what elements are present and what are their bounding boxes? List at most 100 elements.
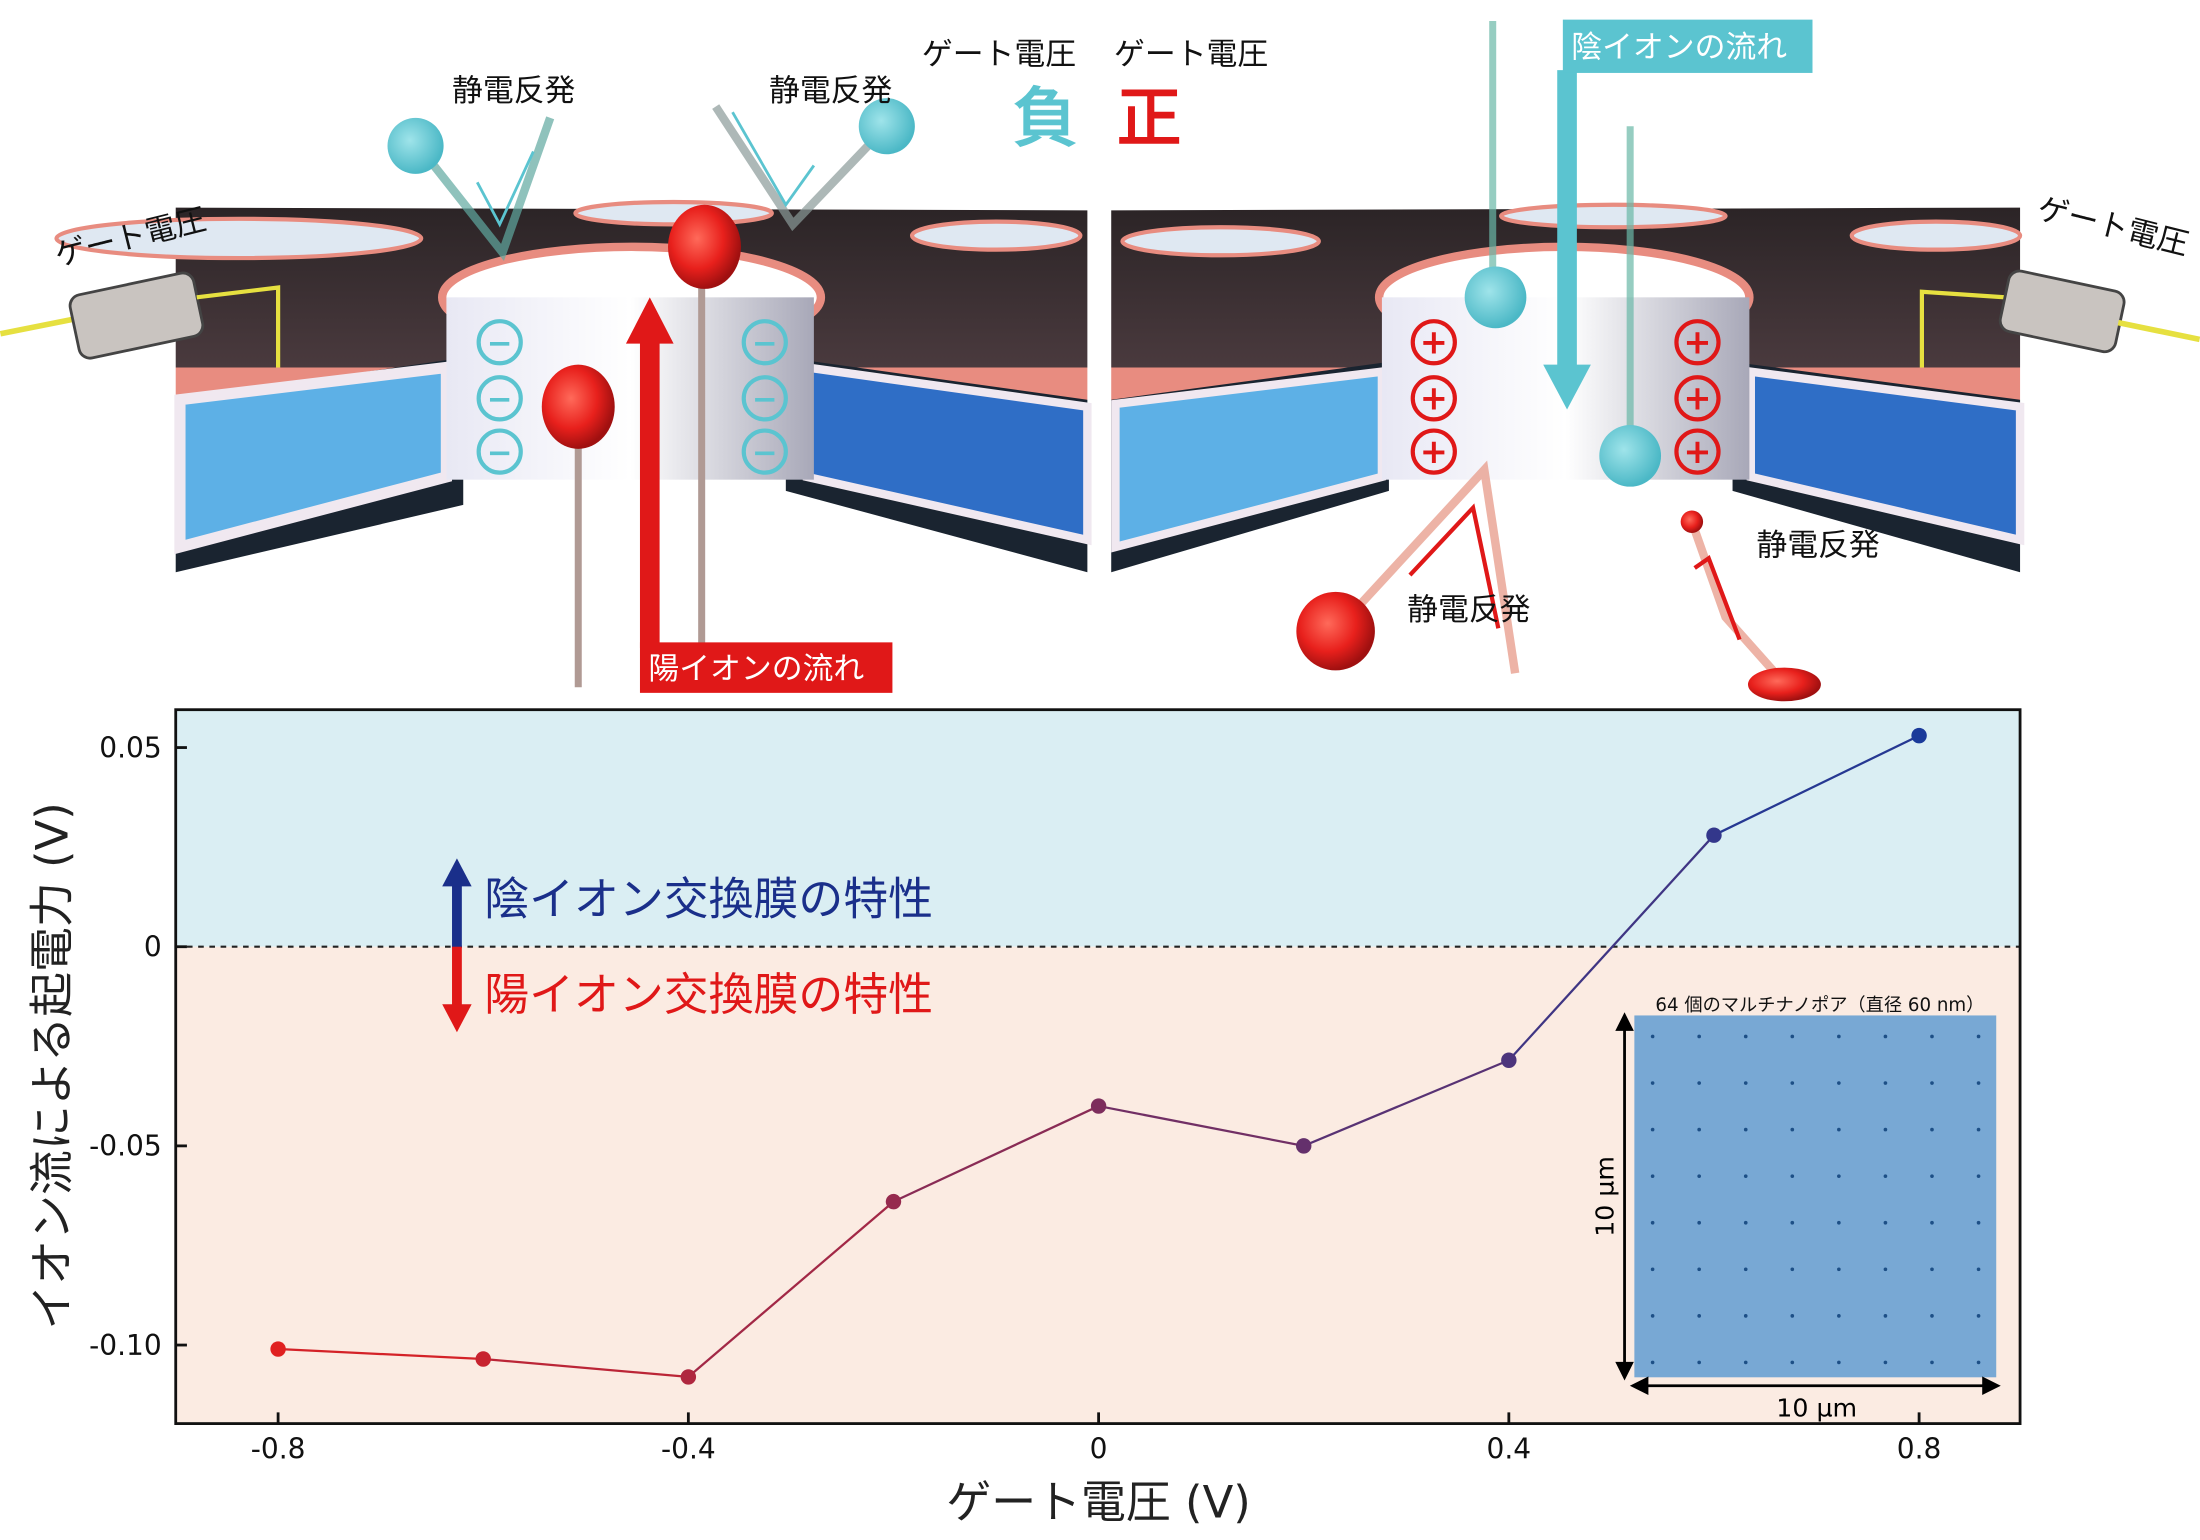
plot-frame (174, 708, 2022, 1425)
nanopore (1743, 1034, 1748, 1039)
anion-ball (1464, 266, 1527, 329)
nanopore (1697, 1314, 1701, 1318)
nanopore (1697, 1360, 1701, 1365)
illustration-positive-gate: ゲート電圧 + + + + + + 陰イオンの流れ (1111, 19, 2200, 702)
nanopore (1790, 1034, 1795, 1039)
y-scale-label: 10 µm (1590, 1156, 1619, 1237)
nanopore (1837, 1360, 1841, 1365)
y-tick-label: 0.05 (99, 731, 161, 764)
x-tick-label: -0.8 (251, 1433, 306, 1466)
repelled-cation (1296, 460, 1520, 674)
anion-ball (1599, 424, 1662, 487)
nanopore (1743, 1360, 1748, 1365)
data-point (680, 1369, 697, 1385)
nanopore (1930, 1220, 1934, 1225)
data-point (1501, 1052, 1517, 1068)
nanopore (1790, 1267, 1795, 1272)
gate-connector-icon (0, 271, 281, 368)
charge-sign: + (1420, 379, 1448, 418)
y-tick-label: -0.05 (89, 1130, 162, 1163)
inset-nanopore-image: 64 個のマルチナノポア（直径 60 nm） 10 µm 10 µm (1590, 995, 2001, 1423)
series-segment (1303, 1059, 1510, 1147)
cation-flow-label-box (639, 642, 893, 693)
nanopore (1976, 1127, 1981, 1132)
series-segment (483, 1357, 689, 1379)
anion-flow-arrow (1543, 70, 1591, 410)
nanopore (1650, 1081, 1655, 1085)
series-segment (687, 1200, 895, 1378)
anion-direction-arrow (442, 858, 472, 949)
repulsion-label: 静電反発 (769, 73, 892, 109)
data-point (885, 1193, 902, 1210)
cation-flow-arrow (625, 297, 674, 648)
charge-sign: − (487, 325, 513, 361)
pore-ring (1849, 219, 2023, 252)
nanopore (1743, 1220, 1748, 1225)
cation-direction-arrow (442, 946, 472, 1033)
nanopore (1976, 1314, 1981, 1318)
nanopore (1976, 1081, 1981, 1085)
nanopore (1790, 1127, 1795, 1132)
nanopore (1930, 1267, 1934, 1272)
nanopore (1883, 1220, 1888, 1225)
nanopore (1697, 1127, 1701, 1132)
nanopore (1976, 1220, 1981, 1225)
data-point (475, 1351, 491, 1367)
x-tick-label: -0.4 (661, 1433, 716, 1466)
cation-region-label: 陽イオン交換膜の特性 (484, 968, 933, 1021)
nanopore (1883, 1081, 1888, 1085)
charge-sign: − (752, 325, 778, 361)
repelled-anion (387, 116, 555, 262)
nanopore (1837, 1081, 1841, 1085)
y-tick-label: 0 (144, 931, 162, 964)
legend-positive-label: ゲート電圧 (1114, 37, 1268, 73)
nanopore (1976, 1360, 1981, 1365)
legend-negative-label: ゲート電圧 (922, 37, 1076, 73)
nanopore (1837, 1034, 1841, 1039)
nanopore (1743, 1267, 1748, 1272)
legend-negative: 負 (1013, 81, 1078, 156)
cation-flow-label: 陽イオンの流れ (648, 651, 864, 687)
nanopore (1697, 1220, 1701, 1225)
x-tick-label: 0 (1090, 1433, 1108, 1466)
nanopore (1790, 1220, 1795, 1225)
charge-sign: − (487, 382, 513, 418)
anion-flow-label: 陰イオンの流れ (1571, 30, 1787, 66)
anion-flow-label-box (1562, 19, 1813, 73)
nanopore (1697, 1267, 1701, 1272)
charge-sign: + (1420, 322, 1448, 361)
nanopore (1650, 1174, 1655, 1179)
inset-micrograph (1634, 1015, 1997, 1378)
nanopore (1790, 1081, 1795, 1085)
series-segment (893, 1105, 1100, 1203)
nanopore (1743, 1314, 1748, 1318)
nanopore (1837, 1220, 1841, 1225)
negative-charges (476, 319, 788, 475)
nanopore (1743, 1174, 1748, 1179)
nanopore (1976, 1174, 1981, 1179)
x-tick-label: 0.4 (1487, 1433, 1532, 1466)
series-segment (278, 1347, 484, 1361)
cation-ball (668, 204, 741, 289)
cation-ball (541, 364, 615, 449)
nanopore (1883, 1267, 1888, 1272)
inset-title: 64 個のマルチナノポア（直径 60 nm） (1655, 995, 1984, 1016)
nanopore (1837, 1314, 1841, 1318)
nanopore (1837, 1127, 1841, 1132)
nanopore (1883, 1314, 1888, 1318)
nanopore (1976, 1267, 1981, 1272)
nanopore (1650, 1360, 1655, 1365)
repulsion-label: 静電反発 (452, 73, 575, 109)
charge-sign: − (752, 435, 778, 471)
nanopore (1743, 1081, 1748, 1085)
charge-sign: + (1683, 432, 1711, 471)
series-segment (1098, 1104, 1304, 1147)
y-axis-title: イオン流による起電力 (V) (26, 802, 79, 1329)
data-point (1296, 1138, 1312, 1154)
pore-ring (1120, 225, 1321, 258)
repelled-cation (1680, 510, 1821, 702)
repulsion-label: 静電反発 (1756, 527, 1879, 563)
nanopore (1930, 1034, 1934, 1039)
charge-sign: + (1683, 379, 1711, 418)
anion-region-label: 陰イオン交換膜の特性 (484, 872, 933, 925)
